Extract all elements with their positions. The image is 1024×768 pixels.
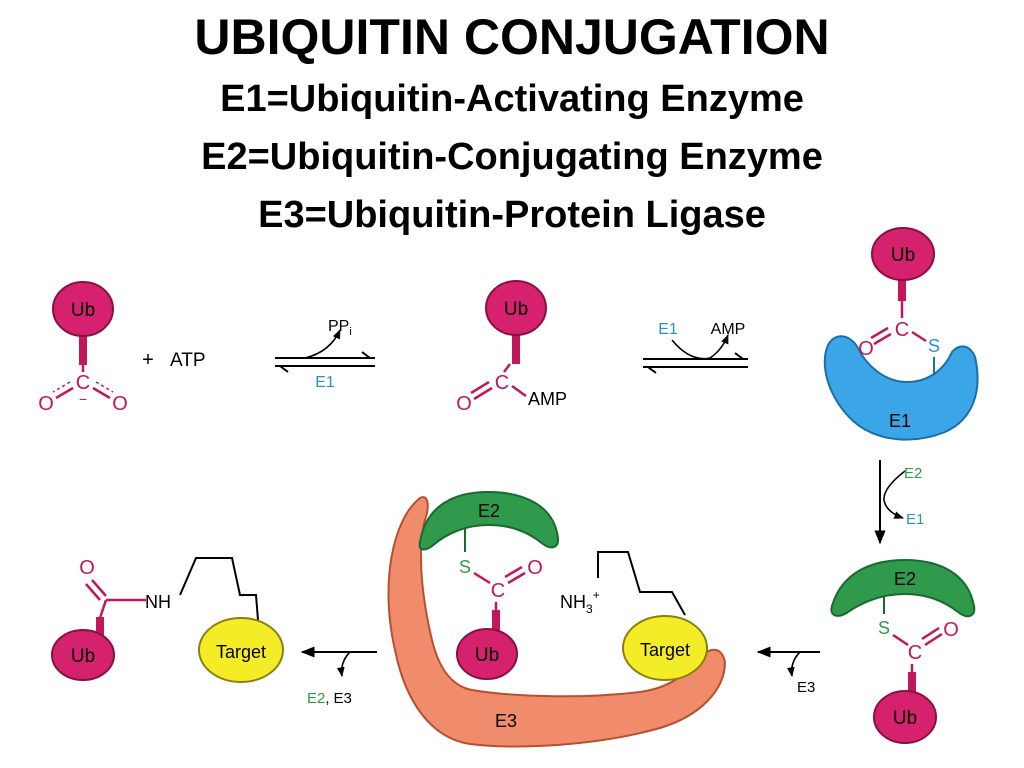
oxygen-label: O — [112, 393, 128, 415]
carbon-label: C — [908, 642, 922, 664]
plus-sign: + — [142, 349, 154, 371]
lysine-chain — [597, 551, 686, 616]
amp-label: AMP — [528, 389, 567, 409]
reaction-arrow-4: E3 — [756, 646, 820, 696]
target-label: Target — [640, 640, 690, 660]
amp-label: AMP — [711, 321, 746, 338]
sulfur-label: S — [928, 336, 940, 356]
e2-label: E2 — [904, 465, 922, 482]
e2-label: E2 — [894, 569, 916, 589]
ub-label: Ub — [71, 646, 95, 667]
oxygen-label: O — [79, 557, 95, 579]
e1-enzyme — [823, 335, 979, 441]
page-title: UBIQUITIN CONJUGATION — [194, 9, 830, 65]
e2-enzyme — [830, 558, 976, 618]
ub-label: Ub — [71, 300, 95, 321]
e3-label: E3 — [797, 679, 815, 696]
definition-e2: E2=Ubiquitin-Conjugating Enzyme — [201, 136, 823, 178]
sulfur-label: S — [878, 618, 890, 638]
title-block: UBIQUITIN CONJUGATION E1=Ubiquitin-Activ… — [0, 4, 1024, 244]
reaction-arrow-5: E2,E3 — [300, 646, 377, 707]
charge-label: − — [79, 391, 87, 407]
ub-stem — [79, 335, 87, 365]
ub-ball — [52, 281, 114, 337]
oxygen-label: O — [527, 557, 543, 579]
sulfur-label: S — [459, 557, 471, 577]
oxygen-label: O — [456, 393, 472, 415]
nh3-label: NH3+ — [560, 588, 600, 616]
oxygen-label: O — [858, 338, 874, 360]
carbon-label: C — [495, 372, 509, 394]
e3-complex: E3 E2 S C O Ub NH3+ Target — [387, 490, 727, 748]
reaction-arrow-1: PPi E1 — [275, 318, 375, 391]
oxygen-label: O — [38, 393, 54, 415]
carbon-label: C — [491, 580, 505, 602]
target-protein — [622, 615, 708, 681]
target-protein — [198, 617, 284, 683]
carbon-label: C — [895, 319, 909, 341]
nh-label: NH — [145, 592, 171, 612]
reaction-arrow-3: E2 E1 — [874, 460, 924, 545]
e2-ub-thioester: E2 S C O Ub — [830, 558, 976, 744]
definition-e3: E3=Ubiquitin-Protein Ligase — [258, 194, 766, 236]
ub-carboxylate: Ub C O O − — [38, 281, 128, 415]
ub-label: Ub — [893, 708, 917, 729]
e3-label: E3 — [495, 711, 517, 731]
target-label: Target — [216, 642, 266, 662]
e1-ub-thioester: E1 Ub C O S — [823, 227, 979, 441]
ub-label: Ub — [504, 299, 528, 320]
ub-label: Ub — [891, 245, 915, 266]
e2-enzyme — [418, 490, 560, 551]
e2-label: E2 — [478, 501, 500, 521]
e1-label: E1 — [906, 511, 924, 528]
oxygen-label: O — [943, 619, 959, 641]
ub-amp: Ub C O AMP — [456, 280, 567, 415]
reaction-arrow-2: E1 AMP — [643, 321, 748, 374]
lysine-chain — [179, 557, 259, 621]
e3-enzyme — [387, 496, 727, 748]
definition-e1: E1=Ubiquitin-Activating Enzyme — [220, 78, 804, 120]
atp-label: ATP — [170, 350, 206, 371]
ppi-label: PPi — [328, 318, 352, 338]
e1-label: E1 — [315, 374, 335, 391]
carbon-label: C — [76, 372, 90, 394]
ub-label: Ub — [475, 645, 499, 666]
release-label: E2,E3 — [307, 690, 352, 707]
ub-target-conjugate: O NH Ub Target — [51, 557, 284, 683]
e1-label: E1 — [889, 411, 911, 431]
e1-label: E1 — [658, 321, 678, 338]
